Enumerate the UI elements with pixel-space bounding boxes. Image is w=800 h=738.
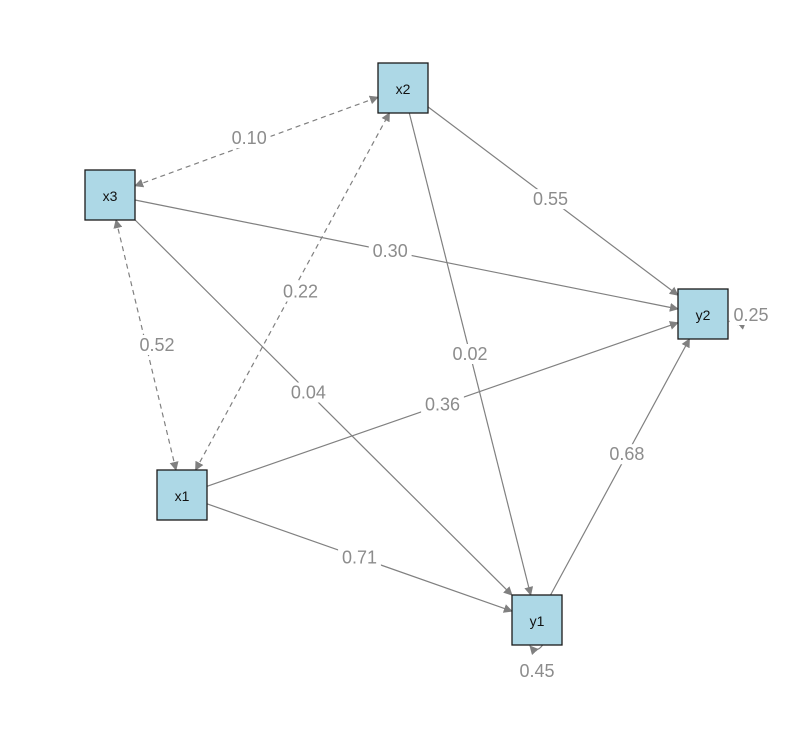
edge-label-y1-y2: 0.68 — [609, 444, 644, 464]
edge-label-x1-y1: 0.71 — [342, 548, 377, 568]
edges-layer — [113, 95, 690, 613]
nodes-layer: x2 x3 y2 x1 y1 — [84, 62, 729, 646]
edge-label-x3-y2-background — [368, 241, 412, 262]
edge-label-x3-y1-background — [287, 382, 330, 403]
node-box-x1 — [156, 469, 208, 521]
edge-label-y1-y2-group: 0.68 — [605, 444, 649, 465]
edge-y1-y2 — [550, 338, 690, 596]
node-box-x2 — [377, 62, 429, 114]
node-label-x3: x3 — [103, 188, 118, 204]
edge-label-x1-y2: 0.36 — [425, 395, 460, 415]
residual-label-y1-background — [515, 661, 559, 681]
edge-label-x1-y1-background — [338, 547, 381, 568]
residual-label-y1-group: 0.45 — [515, 661, 559, 681]
edge-label-x1-x2-background — [279, 281, 322, 302]
node-label-y2: y2 — [696, 307, 711, 323]
edge-label-x1-x2: 0.22 — [283, 282, 318, 302]
edge-label-x1-y1-group: 0.71 — [338, 547, 381, 568]
residual-label-y2: 0.25 — [733, 305, 768, 325]
edge-label-x2-y1-group: 0.02 — [448, 344, 492, 364]
residual-label-y1: 0.45 — [519, 661, 554, 681]
residual-label-y2-group: 0.25 — [729, 305, 773, 325]
edge-label-x3-x2-background — [227, 128, 271, 149]
edge-label-x1-y2-background — [421, 394, 464, 415]
node-box-y2 — [677, 288, 729, 340]
edge-label-x3-x2-group: 0.10 — [227, 128, 271, 149]
edge-label-x3-y2-group: 0.30 — [368, 241, 412, 262]
node-x3: x3 — [84, 169, 136, 221]
edge-label-y1-y2-background — [605, 444, 649, 465]
edge-label-x3-y1: 0.04 — [291, 382, 326, 402]
edge-label-x3-x1-background — [135, 335, 179, 355]
edge-label-x3-x2: 0.10 — [232, 128, 267, 148]
edge-label-x2-y1-background — [448, 344, 492, 364]
edge-label-x2-y1: 0.02 — [452, 344, 487, 364]
node-y2: y2 — [677, 288, 729, 340]
edge-x3-y1 — [134, 219, 513, 596]
edge-label-x1-y2-group: 0.36 — [421, 394, 464, 415]
node-y1: y1 — [511, 594, 563, 646]
edge-label-x2-y2: 0.55 — [533, 189, 568, 209]
residual-label-y2-background — [729, 305, 773, 325]
node-label-x2: x2 — [396, 81, 411, 97]
edge-labels-layer: 0.10 0.22 0.52 0.55 0.30 0.02 0.04 0.36 0.71 0.68… — [135, 128, 773, 681]
edge-label-x3-x1-group: 0.52 — [135, 335, 179, 355]
edge-label-x3-y1-group: 0.04 — [287, 382, 330, 403]
node-label-x1: x1 — [175, 488, 190, 504]
edge-label-x2-y2-background — [529, 189, 572, 210]
edge-x1-x2 — [195, 112, 390, 471]
node-x1: x1 — [156, 469, 208, 521]
edge-label-x3-x1: 0.52 — [139, 335, 174, 355]
node-x2: x2 — [377, 62, 429, 114]
node-box-x3 — [84, 169, 136, 221]
edge-label-x3-y2: 0.30 — [373, 241, 408, 261]
edge-label-x1-x2-group: 0.22 — [279, 281, 322, 302]
edge-label-x2-y2-group: 0.55 — [529, 189, 572, 210]
node-box-y1 — [511, 594, 563, 646]
node-label-y1: y1 — [530, 613, 545, 629]
